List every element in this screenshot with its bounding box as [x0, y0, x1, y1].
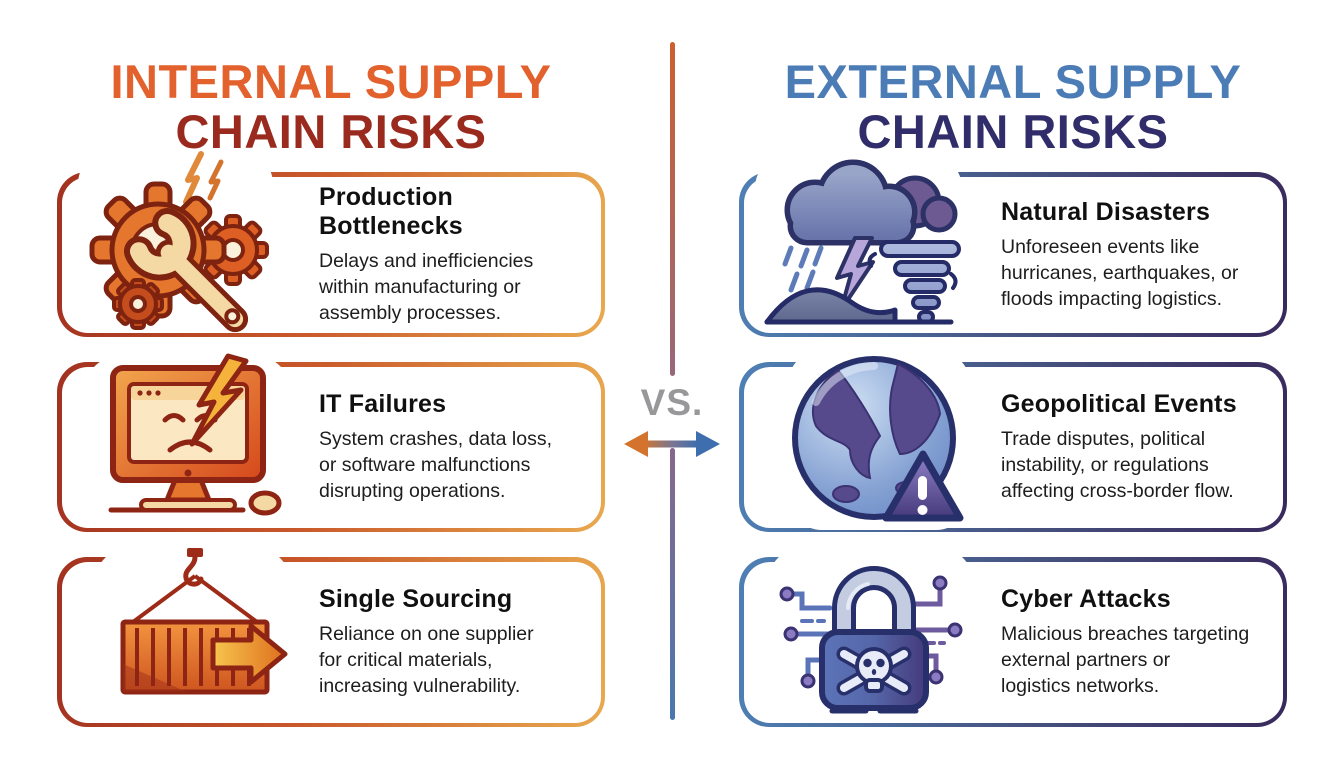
card-description: System crashes, data loss, or software m…	[319, 428, 553, 502]
card-natural-disasters: Natural Disasters Unforeseen events like…	[739, 154, 1287, 337]
card-title: Single Sourcing	[319, 585, 513, 613]
left-right-arrow-icon	[624, 431, 720, 457]
card-geopolitical-events: Geopolitical Events Trade disputes, poli…	[739, 350, 1287, 532]
external-title-line2: CHAIN RISKS	[857, 105, 1169, 159]
vs-label: VS.	[640, 382, 704, 423]
card-description: Reliance on one supplier for critical ma…	[319, 623, 534, 697]
external-risks-title: EXTERNAL SUPPLY CHAIN RISKS	[739, 57, 1287, 157]
card-it-failures: IT Failures System crashes, data loss, o…	[57, 353, 605, 532]
card-single-sourcing: Single Sourcing Reliance on one supplier…	[57, 548, 605, 727]
card-title: Cyber Attacks	[1001, 585, 1171, 613]
card-description: Delays and inefficiencies within manufac…	[319, 250, 534, 324]
card-cyber-attacks: Cyber Attacks Malicious breaches targeti…	[739, 548, 1287, 727]
shipping-container-icon	[95, 548, 290, 698]
internal-title-line2: CHAIN RISKS	[175, 105, 487, 159]
card-description: Trade disputes, political instability, o…	[1001, 428, 1234, 502]
padlock-skull-icon	[768, 548, 973, 714]
card-description: Unforeseen events like hurricanes, earth…	[1001, 235, 1239, 310]
divider-line-bottom	[670, 448, 675, 720]
card-title: Production Bottlenecks	[319, 183, 463, 240]
card-production-bottlenecks: Production Bottlenecks Delays and ineffi…	[57, 150, 605, 337]
internal-title-line1: INTERNAL SUPPLY	[110, 55, 552, 109]
card-title: Geopolitical Events	[1001, 390, 1237, 418]
card-title: Natural Disasters	[1001, 197, 1211, 226]
globe-warning-icon	[788, 350, 970, 530]
card-title: IT Failures	[319, 390, 447, 418]
crashed-computer-icon	[85, 353, 290, 516]
card-description: Malicious breaches targeting external pa…	[1001, 623, 1250, 697]
internal-risks-title: INTERNAL SUPPLY CHAIN RISKS	[57, 57, 605, 157]
storm-tornado-icon	[755, 154, 962, 328]
gears-wrench-icon	[78, 150, 273, 333]
divider-line-top	[670, 42, 675, 376]
external-title-line1: EXTERNAL SUPPLY	[784, 55, 1242, 109]
